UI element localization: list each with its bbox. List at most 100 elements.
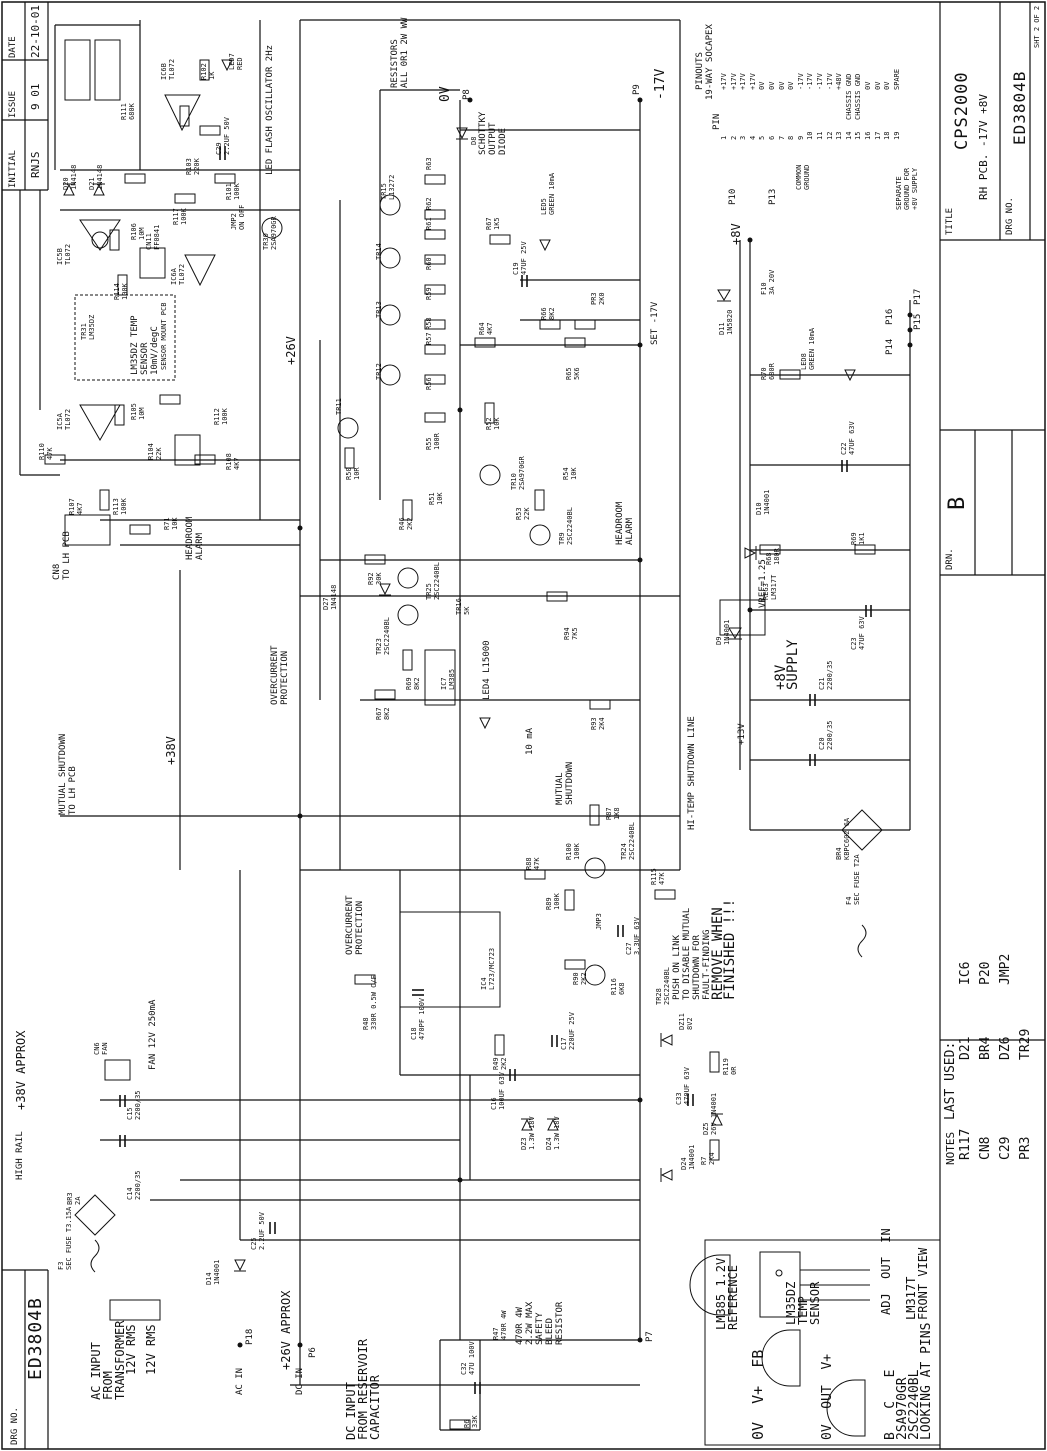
component-label-r54: R54 10K [562,467,578,480]
pinout-pin-function: CHASSIS GND [844,73,853,120]
dwg-no-bl: ED3804B [25,1297,46,1380]
pinout-pin-function: +17V [748,73,757,90]
pinout-pin-function: -17V [806,73,815,90]
component-label-c17: C17 220UF 25V [560,1012,576,1050]
last-used-jmp2: JMP2 [998,953,1013,985]
rails [19,19,911,1431]
headroom-alarm-label-2: HEADROOM ALARM [615,501,635,545]
mutual-shutdown-label: MUTUAL SHUTDOWN [555,761,575,805]
issue-value: 9 01 [29,83,42,111]
date-value: 22-10-01 [29,5,42,58]
component-label-reg3: REG3 LM317T [762,574,778,600]
pinout-pin-number: 13 [835,131,844,140]
dwg-no: ED3804B [1010,70,1029,145]
p13-label: P13 [768,188,778,205]
component-label-tr24: TR24 2SC2240BL [620,822,636,860]
pinout-pin-number: 10 [806,131,815,140]
component-label-d27: D27 1N4148 [322,584,338,610]
ac-input-label: AC INPUT FROM TRANSFORMER [89,1320,127,1400]
component-label-cn11: CN11 FF0841 [145,224,161,250]
component-label-r104: R104 22K [147,443,163,460]
component-label-tr9: TR9 2SC2240BL [558,507,574,545]
resistors [44,59,876,1430]
pinout-pin-function: +17V [720,73,728,90]
component-label-dz11: DZ11 8V2 [678,1013,694,1030]
p14-label: P14 [885,338,895,355]
component-label-r69: R69 8K2 [405,677,421,690]
component-label-f10: F10 3A 20V [760,269,776,295]
p17-label: P17 [913,288,923,305]
pinout-pin-number: 4 [748,135,757,140]
component-label-c14: C14 2200/35 [126,1170,142,1200]
component-label-ic5b: IC5B TL072 [56,243,72,265]
component-label-r48: R48 330R 0.5W C/F [362,975,378,1030]
component-label-d21: D21 1N4148 [88,164,104,190]
component-label-r94: R94 7K5 [563,627,579,640]
plus26-rail-label: +26V [284,336,298,365]
pinout-pin-number: 14 [844,131,853,140]
p10-label: P10 [728,188,738,205]
drn-initial: B [945,495,970,510]
pinout-pin-function: 0V [864,81,872,90]
minus17-label: -17V [653,68,668,100]
pinout-pin-number: 15 [854,131,863,140]
pinout-pin-number: 17 [873,131,882,140]
component-label-d20: D20 1N4148 [62,164,78,190]
component-label-r57: R57 [425,332,433,345]
pin-label: PIN [712,113,722,130]
pinout-pin-function: -17V [796,73,805,90]
component-label-ic7: IC7 LM385 [440,668,456,690]
component-label-d14: D14 1N4001 [205,1259,221,1285]
component-label-tr30: TR30 2SA970GR [262,216,278,250]
legend-lm35dz-pins: 0V OUT V+ [820,1353,835,1440]
overcurrent-label-2: OVERCURRENT PROTECTION [345,895,365,955]
component-label-r55: R55 100R [425,433,441,450]
component-label-tr23: TR23 2SC2240BL [375,617,391,655]
component-label-br3: BR3 2A [66,1192,82,1205]
drn-label: DRN. [945,548,955,570]
component-label-r108: R108 4K7 [225,453,241,470]
component-label-cn6: CN6 FAN [93,1042,109,1055]
safety-resistor-note: 470R 4W 2.2W MAX SAFETY BLEED RESISTOR [515,1301,565,1345]
component-label-r53: R53 22K [515,507,531,520]
component-label-r111: R111 680K [120,103,136,120]
pinout-pin-number: 16 [864,131,872,140]
component-label-dz5: DZ5 26V 1N4001 [702,1092,718,1135]
component-label-r66: R66 8K2 [540,307,556,320]
transistors [91,194,606,986]
plus38-approx-label: +38V APPROX [14,1030,28,1110]
pinouts-heading: PINOUTS [695,52,705,90]
component-label-ic5a: IC5A TL072 [56,408,72,430]
component-label-c32: C32 47U 100V [460,1341,476,1375]
high-rail-label: HIGH RAIL [15,1131,25,1180]
component-label-r61: R61 [425,217,433,230]
opamps [79,94,216,442]
capacitors [119,146,872,1394]
plus38-rail-label: +38V [164,736,178,765]
component-label-r59: R59 [425,287,433,300]
remove-when-finished: REMOVE WHEN FINISHED !!! [710,898,738,1000]
component-label-r115: R115 47K [650,868,666,885]
headroom-alarm-label-1: HEADROOM ALARM [185,516,205,560]
component-label-r58: R58 [425,317,433,330]
last-used-r117: R117 [958,1128,973,1160]
set-minus17-label: SET -17V [650,301,660,345]
drawing-subtitle: RH PCB. -17V +8V [977,94,990,200]
component-label-r117: R117 100K [172,208,188,225]
pinout-pin-number: 5 [758,135,767,140]
component-label-r51: R51 10K [428,492,444,505]
pinout-pin-number: 1 [720,135,728,140]
component-label-dz3: DZ3 1.3W 18V [520,1116,536,1150]
component-label-c33: C33 470UF 63V [675,1067,691,1105]
component-label-c29: C29 2.2UF 50V [215,117,231,155]
drawing-title: CPS2000 [952,71,972,150]
notes-label: NOTES [944,1131,957,1165]
temp-sensor-label: LM35DZ TEMP SENSOR 10mV/degC [130,315,160,375]
legend-lm35dz: LM35DZ TEMP SENSOR [784,1281,822,1325]
component-label-ic4: IC4 L723/MC723 [480,947,496,990]
component-label-f4: F4 SEC FUSE T2A [845,854,861,905]
component-label-led5: LED5 GREEN 10mA [540,172,556,215]
component-label-r106: R106 10M [130,223,146,240]
